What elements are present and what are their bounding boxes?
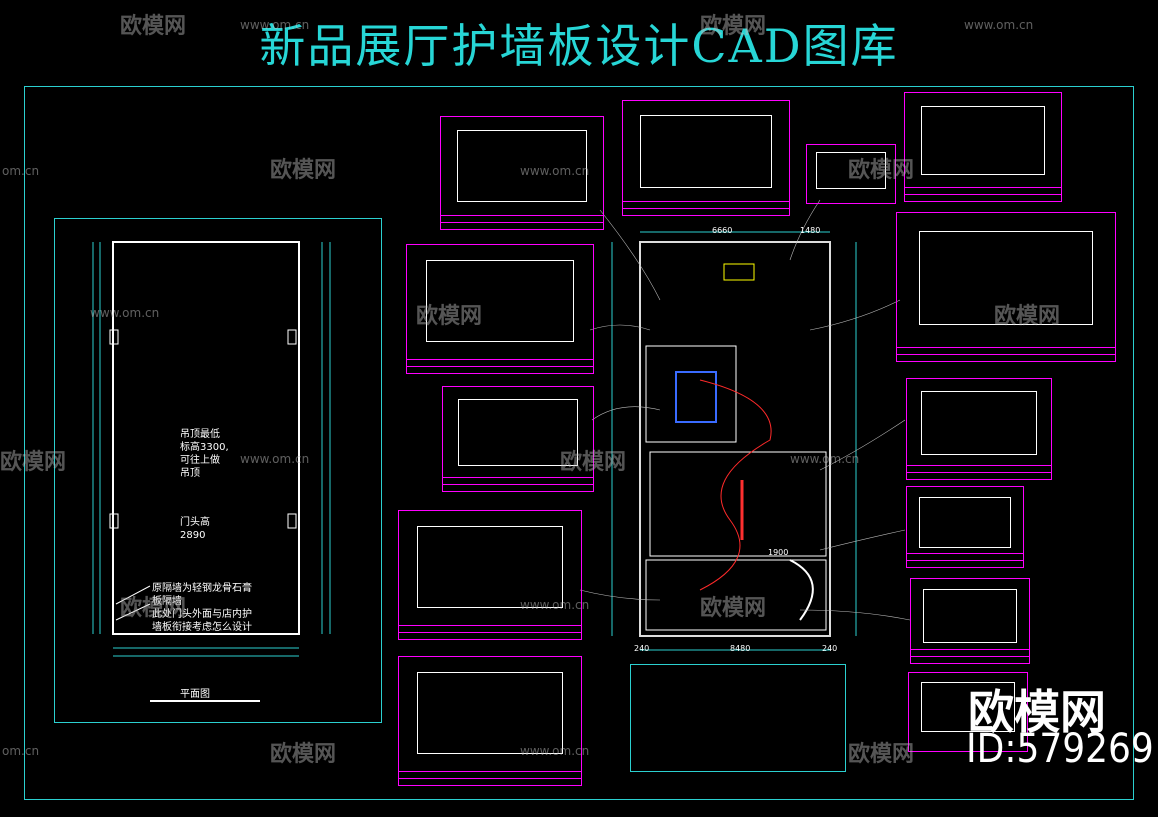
drawing-frame — [24, 86, 1134, 800]
watermark-url: om.cn — [2, 164, 40, 178]
dim-bottom: 8480 — [730, 644, 751, 653]
watermark-url: www.om.cn — [520, 164, 590, 178]
ceiling-note: 吊顶最低 标高3300, 可往上做 吊顶 — [180, 429, 229, 479]
watermark-url: om.cn — [2, 744, 40, 758]
elevation-sheet — [622, 100, 790, 216]
watermark: 欧模网 — [120, 596, 187, 621]
watermark: 欧模网 — [700, 596, 767, 621]
watermark-url: www.om.cn — [240, 452, 310, 466]
elevation-sheet — [910, 578, 1030, 664]
watermark: 欧模网 — [560, 450, 627, 475]
elevation-sheet — [908, 672, 1028, 752]
watermark: 欧模网 — [994, 304, 1061, 329]
watermark-url: www.om.cn — [520, 744, 590, 758]
watermark-url: www.om.cn — [240, 18, 310, 32]
watermark-url: www.om.cn — [90, 306, 160, 320]
elevation-sheet — [398, 656, 582, 786]
watermark: 欧模网 — [270, 742, 337, 767]
watermark: 欧模网 — [120, 14, 187, 39]
ceiling-sheet — [406, 244, 594, 374]
watermark: 欧模网 — [270, 158, 337, 183]
plan-frame — [54, 218, 382, 723]
watermark: 欧模网 — [848, 158, 915, 183]
elevation-sheet — [806, 144, 896, 204]
elevation-sheet — [440, 116, 604, 230]
plan-label: 平面图 — [180, 689, 210, 700]
elevation-sheet — [906, 378, 1052, 480]
brand-logo-text: 欧模网 — [968, 685, 1106, 739]
dim-top-right: 1480 — [800, 226, 821, 235]
watermark-url: www.om.cn — [964, 18, 1034, 32]
elevation-sheet — [630, 664, 846, 772]
dim-mid: 1900 — [768, 548, 789, 557]
elevation-sheet — [442, 386, 594, 492]
door-height-note: 门头高 2890 — [180, 517, 210, 541]
watermark: 欧模网 — [416, 304, 483, 329]
page-title: 新品展厅护墙板设计CAD图库 — [259, 19, 899, 73]
model-id: ID:579269 — [966, 726, 1154, 772]
watermark: 欧模网 — [0, 450, 67, 475]
dim-top-left: 6660 — [712, 226, 733, 235]
watermark: 欧模网 — [848, 742, 915, 767]
dim-bottom-right: 240 — [822, 644, 838, 653]
elevation-sheet — [896, 212, 1116, 362]
dim-bottom-left: 240 — [634, 644, 650, 653]
wall-note: 原隔墙为轻钢龙骨石膏 板隔墙 此处门头外面与店内护 墙板衔接考虑怎么设计 — [152, 583, 252, 633]
watermark-url: www.om.cn — [520, 598, 590, 612]
elevation-sheet — [906, 486, 1024, 568]
watermark: 欧模网 — [700, 14, 767, 39]
watermark-url: www.om.cn — [790, 452, 860, 466]
elevation-sheet — [904, 92, 1062, 202]
elevation-sheet — [398, 510, 582, 640]
